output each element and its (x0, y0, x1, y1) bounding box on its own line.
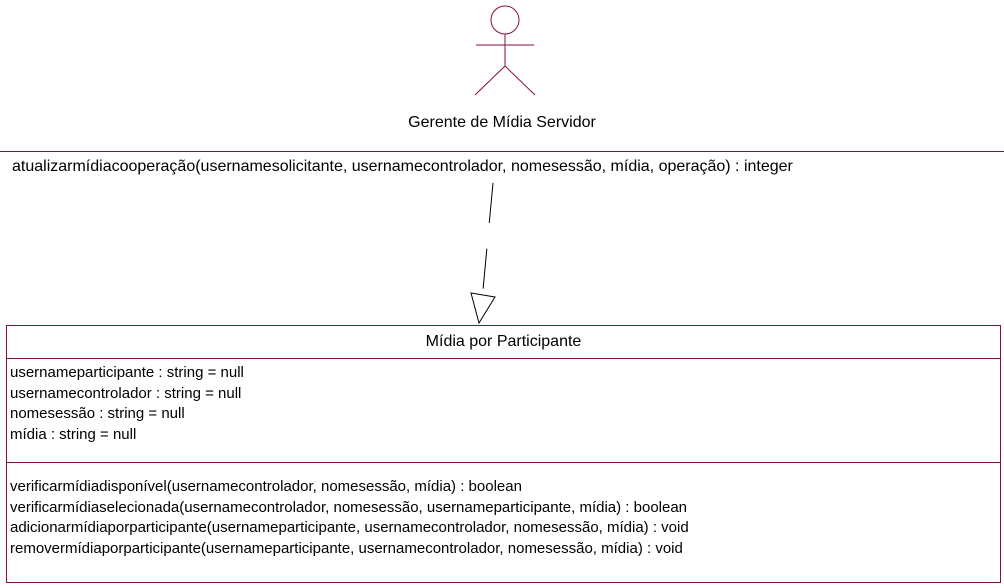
class-operations: verificarmídiadisponível(usernamecontrol… (7, 463, 1000, 559)
class-attribute: nomesessão : string = null (10, 405, 185, 422)
class-box[interactable]: Mídia por Participante usernameparticipa… (6, 325, 1001, 583)
actor-icon[interactable] (474, 5, 536, 96)
class-attribute: mídia : string = null (10, 425, 137, 443)
dependency-arrow[interactable] (470, 182, 496, 325)
class-operation: removermídiaporparticipante(usernamepart… (10, 539, 683, 557)
actor-name: Gerente de Mídia Servidor (408, 114, 596, 131)
class-operation: verificarmídiadisponível(usernamecontrol… (10, 478, 522, 495)
class-name: Mídia por Participante (7, 326, 1000, 359)
class-operation: adicionarmídiaporparticipante(usernamepa… (10, 519, 689, 536)
arrowhead-icon (470, 292, 496, 325)
class-attributes: usernameparticipante : string = null use… (7, 359, 1000, 463)
interface-separator (0, 151, 1004, 152)
class-attribute: usernamecontrolador : string = null (10, 384, 242, 402)
class-operation: verificarmídiaselecionada(usernamecontro… (10, 498, 688, 516)
class-attribute: usernameparticipante : string = null (10, 364, 244, 381)
interface-operation[interactable]: atualizarmídiacooperação(usernamesolicit… (12, 158, 793, 175)
